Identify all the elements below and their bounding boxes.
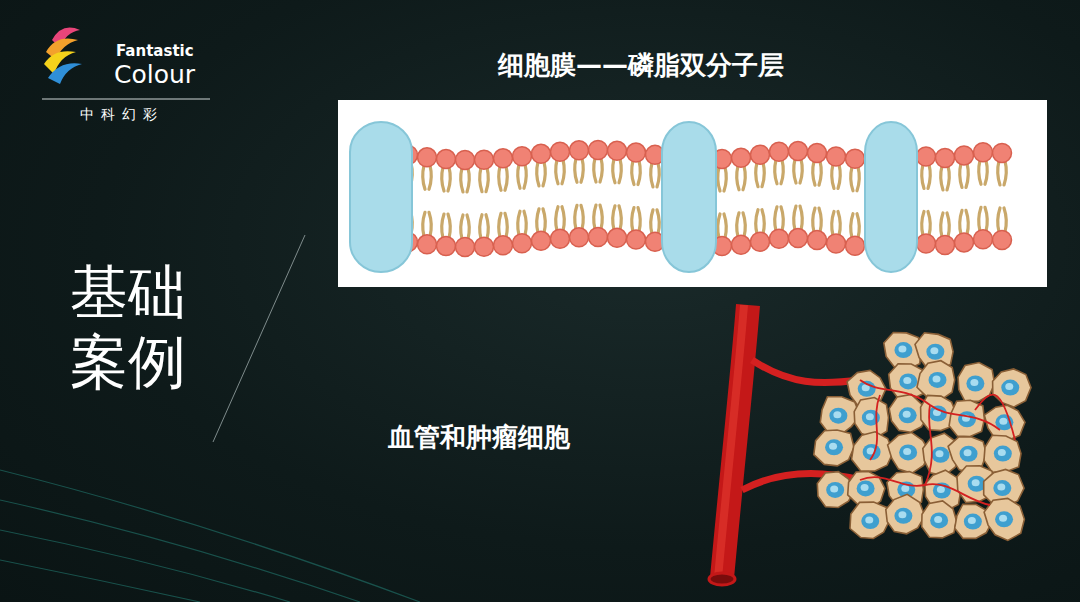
- section-heading: 细胞膜——磷脂双分子层: [498, 48, 784, 83]
- logo-rule: [42, 99, 210, 100]
- divider: [213, 235, 305, 442]
- page-title: 基础 案例: [70, 258, 192, 397]
- logo-chinese: 中科幻彩: [80, 106, 164, 124]
- logo-name: Fantastic: [116, 42, 194, 60]
- tumor-cells: [814, 333, 1031, 541]
- logo-name: Colour: [114, 60, 195, 89]
- logo-icon: [44, 28, 82, 84]
- blood-vessel: [709, 305, 860, 585]
- figure-caption: 血管和肿瘤细胞: [388, 420, 570, 455]
- background-curves: [0, 470, 420, 602]
- lipid-bilayer: [350, 122, 1012, 272]
- membrane-panel: [338, 100, 1047, 287]
